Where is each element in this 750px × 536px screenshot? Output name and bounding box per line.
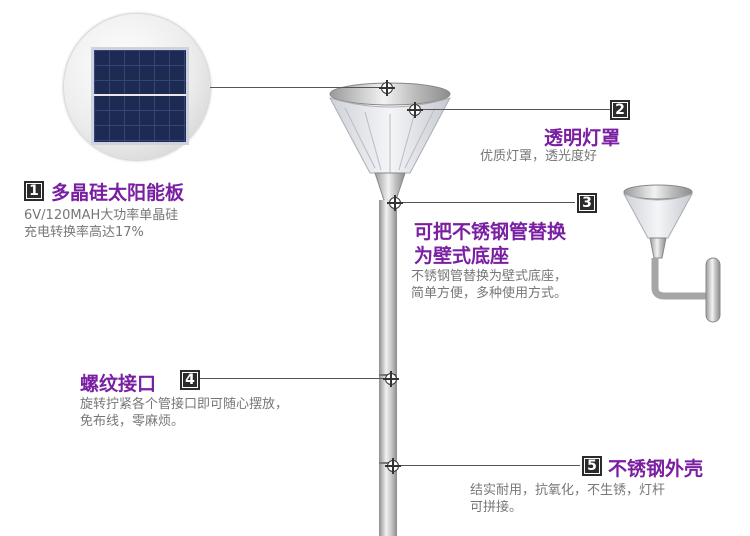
solar-panel-inset [64, 14, 210, 160]
connector-line-4 [200, 378, 390, 379]
feature-2-title: 透明灯罩 [544, 127, 621, 149]
feature-2-desc-line-1: 优质灯罩，透光度好 [480, 149, 598, 164]
wall-mount-image [622, 184, 721, 323]
feature-3-desc-line-2: 简单方便，多种使用方式。 [411, 286, 568, 301]
feature-4-badge: 4 [180, 370, 200, 390]
feature-4-desc-line-1: 旋转拧紧各个管接口即可随心摆放， [80, 397, 289, 412]
lamp-head-image [328, 82, 452, 204]
feature-1-desc-line-1: 6V/120MAH大功率单晶硅 [24, 208, 179, 223]
marker-point-3 [387, 195, 403, 211]
feature-3-desc-line-1: 不锈钢管替换为壁式底座， [411, 269, 568, 284]
solar-panel-image [91, 47, 189, 145]
marker-point-4 [383, 371, 399, 387]
marker-point-5 [385, 458, 401, 474]
marker-point-2 [407, 102, 423, 118]
feature-5-title: 不锈钢外壳 [608, 458, 704, 480]
feature-1-title: 多晶硅太阳能板 [51, 182, 185, 204]
lamp-pole [379, 200, 397, 536]
marker-point-1 [379, 80, 395, 96]
feature-5-badge: 5 [582, 456, 602, 476]
feature-3-title-line-1: 可把不锈钢管替换 [414, 221, 567, 243]
connector-line-3 [395, 202, 575, 203]
feature-1-desc-line-2: 充电转换率高达17% [24, 225, 144, 240]
feature-3-badge: 3 [577, 193, 597, 213]
feature-1-badge: 1 [24, 181, 44, 201]
feature-4-title: 螺纹接口 [80, 373, 157, 395]
feature-3-title-line-2: 为壁式底座 [414, 245, 510, 267]
connector-line-2 [414, 109, 610, 110]
feature-5-desc-line-2: 可拼接。 [470, 500, 523, 515]
feature-4-desc-line-2: 免布线，零麻烦。 [80, 414, 185, 429]
feature-5-desc-line-1: 结实耐用，抗氧化，不生锈，灯杆 [470, 483, 666, 498]
connector-line-1 [210, 87, 387, 88]
feature-2-badge: 2 [610, 100, 630, 120]
connector-line-5 [395, 465, 580, 466]
